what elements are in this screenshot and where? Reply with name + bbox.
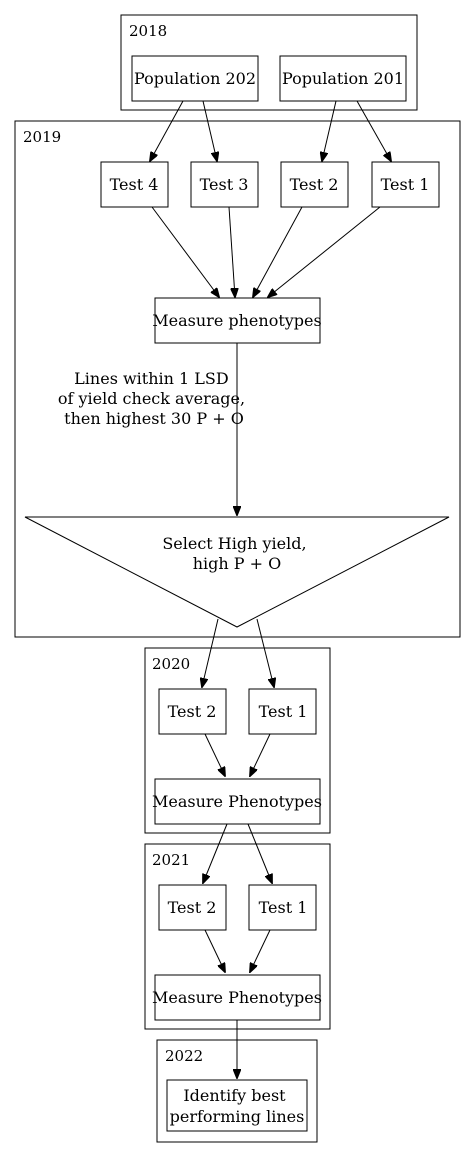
node-test2-2020: Test 2: [158, 688, 227, 735]
node-test1-2019: Test 1: [371, 161, 440, 208]
node-measure-phenotypes-2021: Measure Phenotypes: [152, 974, 322, 1021]
node-measure-phenotypes-2019-label: Measure phenotypes: [152, 311, 321, 330]
edge-label-line-1: Lines within 1 LSD: [74, 369, 229, 388]
edge-select-test1-2020: [256, 618, 274, 687]
node-test1-2019-label: Test 1: [381, 175, 430, 194]
edge-select-test2-2020: [202, 618, 219, 687]
node-test4-2019-label: Test 4: [110, 175, 159, 194]
edge-test4-measure: [151, 206, 219, 297]
edge-pop201-test1: [356, 100, 391, 161]
cluster-2022-label: 2022: [165, 1047, 203, 1065]
node-test1-2021: Test 1: [248, 884, 317, 931]
node-population-202-label: Population 202: [134, 69, 256, 88]
edge-label-selection-criteria: Lines within 1 LSD of yield check averag…: [58, 369, 250, 428]
edge-label-line-2: of yield check average,: [58, 389, 245, 408]
edge-test2-measure: [253, 206, 303, 297]
node-test2-2021: Test 2: [158, 884, 227, 931]
node-identify-line-1: Identify best: [183, 1086, 286, 1105]
node-test1-2021-label: Test 1: [259, 898, 308, 917]
edge-measure2020-test1-2021: [247, 823, 272, 883]
cluster-2019-label: 2019: [23, 128, 61, 146]
edge-pop202-test3: [202, 100, 217, 161]
node-test3-2019-label: Test 3: [200, 175, 249, 194]
edge-test2-measure-2020: [204, 733, 225, 776]
node-identify-best-lines: Identify best performing lines: [166, 1079, 308, 1132]
edge-test3-measure: [228, 206, 235, 297]
edge-test1-measure-2020: [250, 733, 271, 776]
node-measure-phenotypes-2019: Measure phenotypes: [152, 297, 322, 344]
node-test1-2020: Test 1: [248, 688, 317, 735]
edge-pop201-test2: [322, 100, 337, 161]
node-test2-2019: Test 2: [280, 161, 349, 208]
node-measure-phenotypes-2020: Measure Phenotypes: [152, 778, 322, 825]
edge-pop202-test4: [150, 100, 184, 161]
node-test4-2019: Test 4: [100, 161, 169, 208]
node-identify-line-2: performing lines: [170, 1107, 305, 1126]
node-test3-2019: Test 3: [190, 161, 259, 208]
edge-measure2020-test2-2021: [203, 823, 228, 883]
edges: [150, 100, 391, 1078]
cluster-2020: 2020: [144, 647, 331, 834]
node-population-201: Population 201: [279, 55, 407, 102]
edge-test2-measure-2021: [204, 929, 225, 972]
cluster-2019: 2019: [14, 120, 461, 638]
node-select-high-yield: Select High yield, high P + O: [24, 516, 450, 628]
cluster-2018: 2018: [120, 14, 418, 111]
edge-label-line-3: then highest 30 P + O: [64, 409, 244, 428]
node-test1-2020-label: Test 1: [259, 702, 308, 721]
node-test2-2019-label: Test 2: [290, 175, 339, 194]
cluster-2018-label: 2018: [129, 22, 167, 40]
cluster-2020-label: 2020: [152, 655, 190, 673]
edge-test1-measure-2021: [250, 929, 271, 972]
cluster-2021-label: 2021: [152, 851, 190, 869]
node-measure-phenotypes-2021-label: Measure Phenotypes: [152, 988, 322, 1007]
node-select-line-2: high P + O: [193, 554, 282, 573]
node-test2-2021-label: Test 2: [168, 898, 217, 917]
node-measure-phenotypes-2020-label: Measure Phenotypes: [152, 792, 322, 811]
node-identify-best-lines-label: Identify best performing lines: [170, 1086, 305, 1126]
node-population-202: Population 202: [131, 55, 259, 102]
edge-test1-measure: [268, 206, 381, 297]
node-population-201-label: Population 201: [282, 69, 404, 88]
node-test2-2020-label: Test 2: [168, 702, 217, 721]
node-select-high-yield-label: Select High yield, high P + O: [162, 534, 311, 573]
node-select-line-1: Select High yield,: [162, 534, 306, 553]
